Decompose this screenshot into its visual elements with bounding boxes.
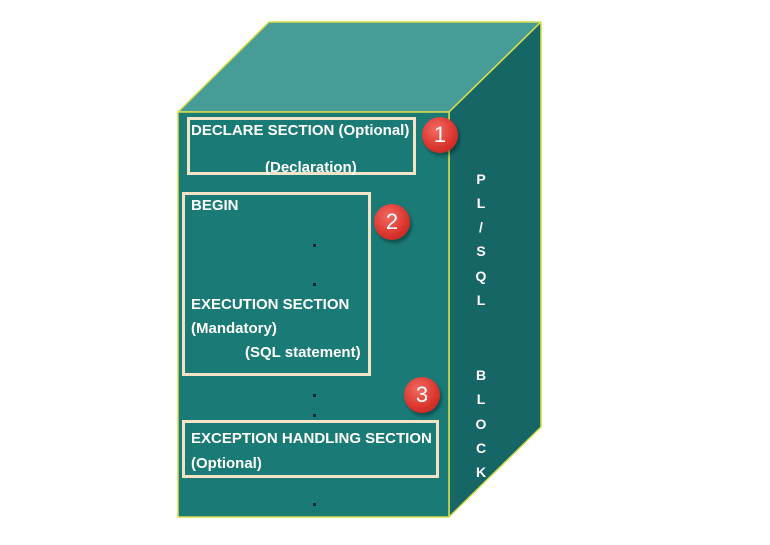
ellipsis-dot	[313, 414, 316, 417]
declare-section-box	[187, 117, 416, 175]
side-letter: L	[476, 292, 486, 308]
side-letter: O	[475, 416, 487, 432]
section-1-badge: 1	[422, 117, 458, 153]
execution-section-title: EXECUTION SECTION	[191, 296, 350, 313]
execution-sql-statement-label: (SQL statement)	[245, 344, 361, 361]
side-letter: L	[476, 195, 486, 211]
side-letter: K	[475, 464, 487, 480]
ellipsis-dot	[313, 503, 316, 506]
declare-section-subtitle: (Declaration)	[265, 159, 357, 176]
side-letter: C	[475, 440, 487, 456]
declare-section-title: DECLARE SECTION (Optional)	[191, 122, 410, 139]
side-letter: Q	[475, 268, 487, 284]
execution-section-box	[182, 192, 371, 376]
execution-mandatory-label: (Mandatory)	[191, 320, 277, 337]
section-2-badge: 2	[374, 204, 410, 240]
ellipsis-dot	[313, 283, 316, 286]
side-letter: B	[475, 367, 487, 383]
side-letter: S	[476, 243, 486, 259]
section-3-badge: 3	[404, 377, 440, 413]
exception-optional-label: (Optional)	[191, 455, 262, 472]
side-letter: L	[476, 391, 486, 407]
side-letter: P	[476, 171, 486, 187]
ellipsis-dot	[313, 244, 316, 247]
exception-section-title: EXCEPTION HANDLING SECTION	[191, 430, 432, 447]
begin-keyword: BEGIN	[191, 197, 239, 214]
ellipsis-dot	[313, 394, 316, 397]
exception-section-box	[182, 420, 439, 478]
cube-front-face	[177, 111, 450, 518]
side-letter: /	[479, 219, 483, 235]
